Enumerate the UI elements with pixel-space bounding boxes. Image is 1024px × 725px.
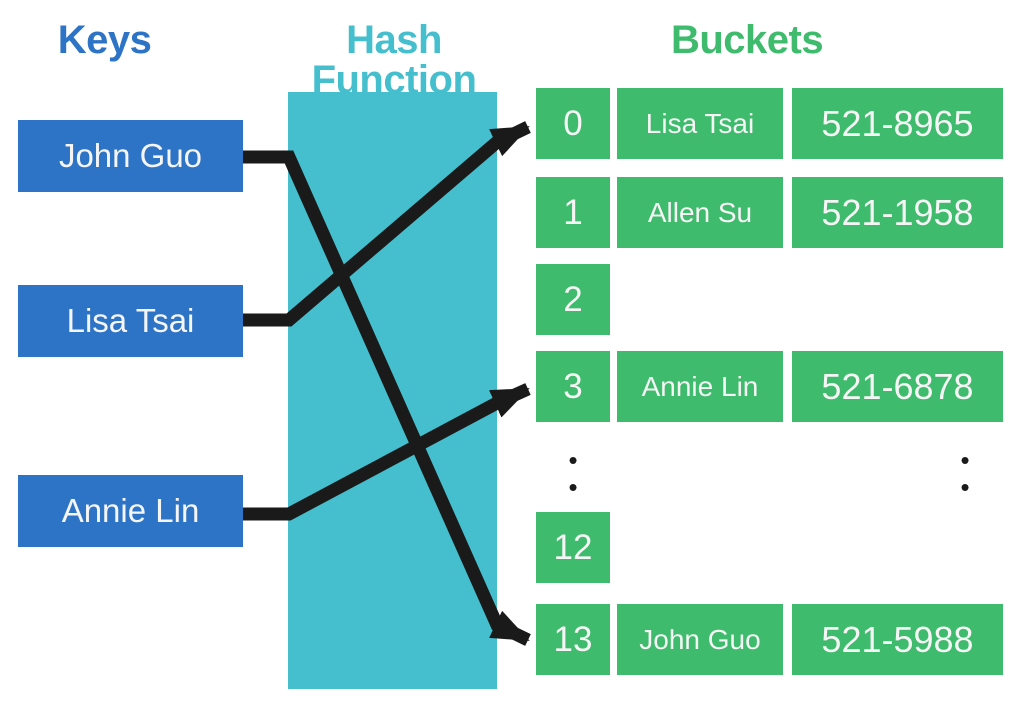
- bucket-name-1-label: Allen Su: [647, 196, 753, 228]
- key-label: Lisa Tsai: [66, 302, 195, 339]
- key-box-annie-lin: Annie Lin: [18, 475, 243, 547]
- bucket-index-1-label: 1: [563, 192, 583, 232]
- bucket-name-3-label: Annie Lin: [641, 370, 759, 402]
- bucket-index-2-label: 2: [563, 279, 583, 319]
- buckets-header: Buckets: [670, 18, 824, 62]
- bucket-index-13-label: 13: [553, 619, 593, 659]
- bucket-phone-13-label: 521-5988: [821, 618, 974, 660]
- keys-header: Keys: [57, 18, 152, 62]
- key-box-lisa-tsai: Lisa Tsai: [18, 285, 243, 357]
- bucket-phone-0-label: 521-8965: [821, 102, 974, 144]
- key-label: Annie Lin: [61, 492, 200, 529]
- bucket-phone-1-label: 521-1958: [821, 191, 974, 233]
- bucket-index-3-label: 3: [563, 366, 583, 406]
- bucket-index-13: 13: [536, 604, 610, 675]
- bucket-index-3: 3: [536, 351, 610, 422]
- bucket-index-0: 0: [536, 88, 610, 159]
- bucket-phone-0: 521-8965: [792, 88, 1003, 159]
- bucket-name-13: John Guo: [617, 604, 783, 675]
- bucket-phone-3-label: 521-6878: [821, 365, 974, 407]
- hash-function-box: [288, 92, 497, 689]
- bucket-name-1: Allen Su: [617, 177, 783, 248]
- hash-function-header: Hash Function: [311, 18, 477, 102]
- ellipsis-left: • •: [568, 445, 578, 502]
- bucket-index-1: 1: [536, 177, 610, 248]
- key-box-john-guo: John Guo: [18, 120, 243, 192]
- bucket-name-0-label: Lisa Tsai: [645, 107, 755, 139]
- bucket-index-12: 12: [536, 512, 610, 583]
- bucket-name-0: Lisa Tsai: [617, 88, 783, 159]
- bucket-phone-13: 521-5988: [792, 604, 1003, 675]
- ellipsis-right: • •: [960, 445, 970, 502]
- bucket-name-3: Annie Lin: [617, 351, 783, 422]
- bucket-name-13-label: John Guo: [639, 623, 761, 655]
- bucket-index-12-label: 12: [553, 527, 593, 567]
- key-label: John Guo: [58, 137, 203, 174]
- bucket-index-0-label: 0: [563, 103, 583, 143]
- bucket-phone-3: 521-6878: [792, 351, 1003, 422]
- bucket-phone-1: 521-1958: [792, 177, 1003, 248]
- bucket-index-2: 2: [536, 264, 610, 335]
